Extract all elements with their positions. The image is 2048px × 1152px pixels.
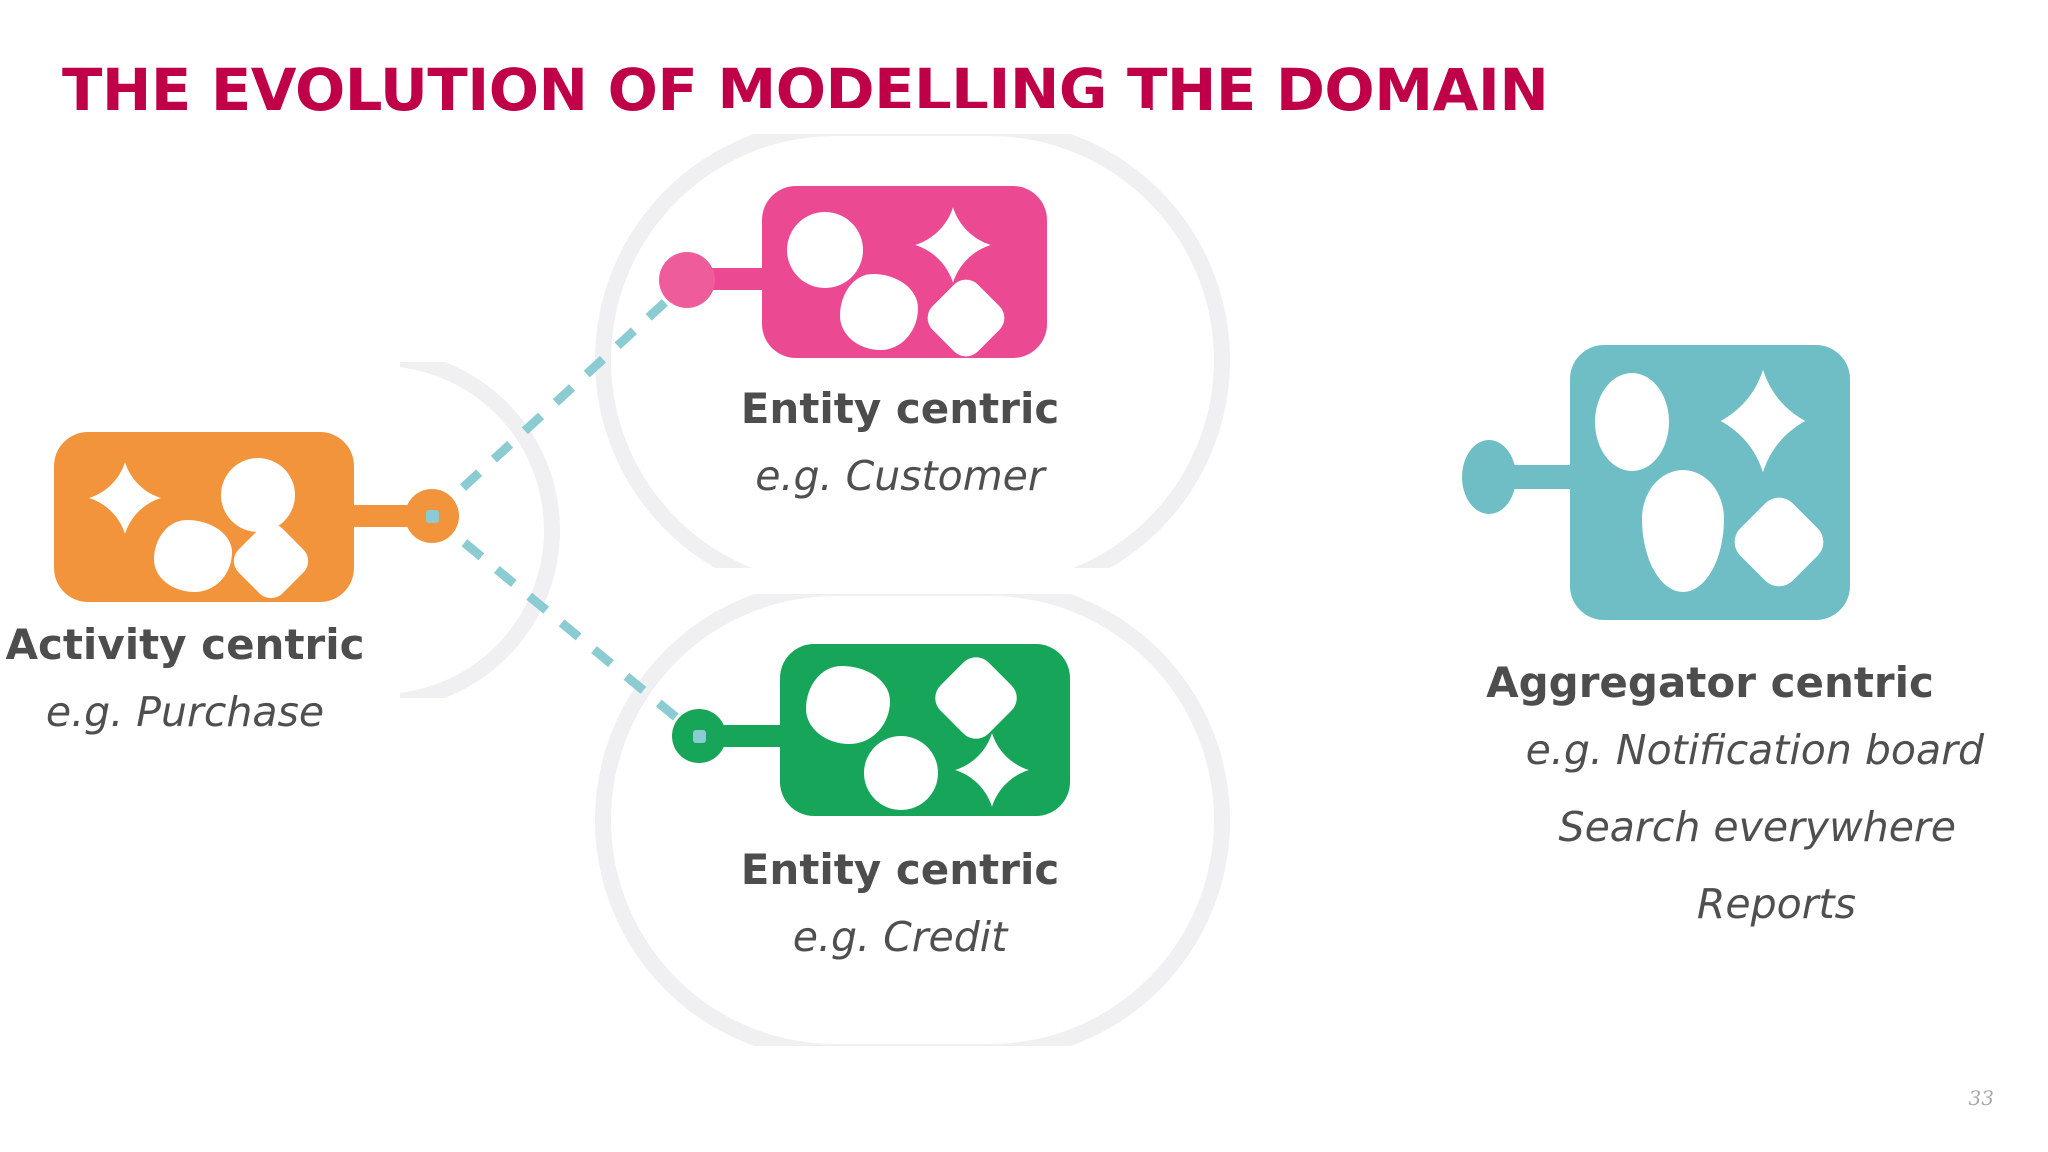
connector-stub-activity	[348, 505, 416, 527]
shape-blob-icon	[806, 666, 890, 744]
shape-blob-icon	[840, 274, 918, 350]
connector-dot-activity[interactable]	[405, 489, 459, 543]
node-label-aggregator-subtitle-line-2: Search everywhere	[1558, 803, 1956, 851]
shape-ellipse-icon	[1595, 373, 1669, 471]
connector-dot-inner-activity	[426, 510, 439, 523]
decor-mask-green-top	[680, 568, 1150, 594]
shape-star-icon	[86, 459, 164, 537]
node-card-aggregator-centric[interactable]	[1570, 345, 1850, 620]
shape-star-icon	[1717, 365, 1809, 477]
shape-circle-icon	[864, 736, 938, 810]
node-card-entity-credit[interactable]	[780, 644, 1070, 816]
shape-blob-icon	[1642, 470, 1724, 592]
node-label-credit-subtitle: e.g. Credit	[792, 913, 1008, 961]
node-label-activity-subtitle: e.g. Purchase	[45, 688, 325, 736]
shape-diamond-icon	[920, 272, 1012, 364]
decor-mask-pink-top	[680, 108, 1150, 134]
shape-star-icon	[912, 204, 994, 286]
shape-star-icon	[952, 730, 1032, 810]
connector-dot-credit[interactable]	[672, 709, 726, 763]
connector-stub-credit	[712, 725, 794, 747]
decor-mask-green-bottom	[680, 1046, 1150, 1074]
node-label-activity-title: Activity centric	[5, 620, 365, 669]
shape-diamond-icon	[227, 517, 315, 605]
page-number: 33	[1968, 1086, 1994, 1110]
connector-dot-aggregator[interactable]	[1462, 440, 1516, 514]
connector-dot-inner-credit	[693, 730, 706, 743]
shape-circle-icon	[787, 212, 863, 288]
shape-blob-icon	[154, 520, 232, 592]
node-label-customer-subtitle: e.g. Customer	[755, 452, 1045, 500]
node-label-customer-title: Entity centric	[740, 384, 1060, 433]
shape-circle-icon	[221, 458, 295, 532]
node-label-aggregator-subtitle-line-1: e.g. Notification board	[1525, 726, 1984, 774]
connector-dot-customer[interactable]	[659, 252, 715, 308]
node-card-activity-centric[interactable]	[54, 432, 354, 605]
node-card-entity-customer[interactable]	[762, 186, 1047, 364]
shape-diamond-icon	[1726, 489, 1832, 595]
connector-stub-customer	[700, 268, 780, 290]
node-label-aggregator-subtitle-line-3: Reports	[1696, 880, 1856, 928]
node-label-aggregator-title: Aggregator centric	[1486, 658, 1934, 707]
node-label-credit-title: Entity centric	[740, 845, 1060, 894]
